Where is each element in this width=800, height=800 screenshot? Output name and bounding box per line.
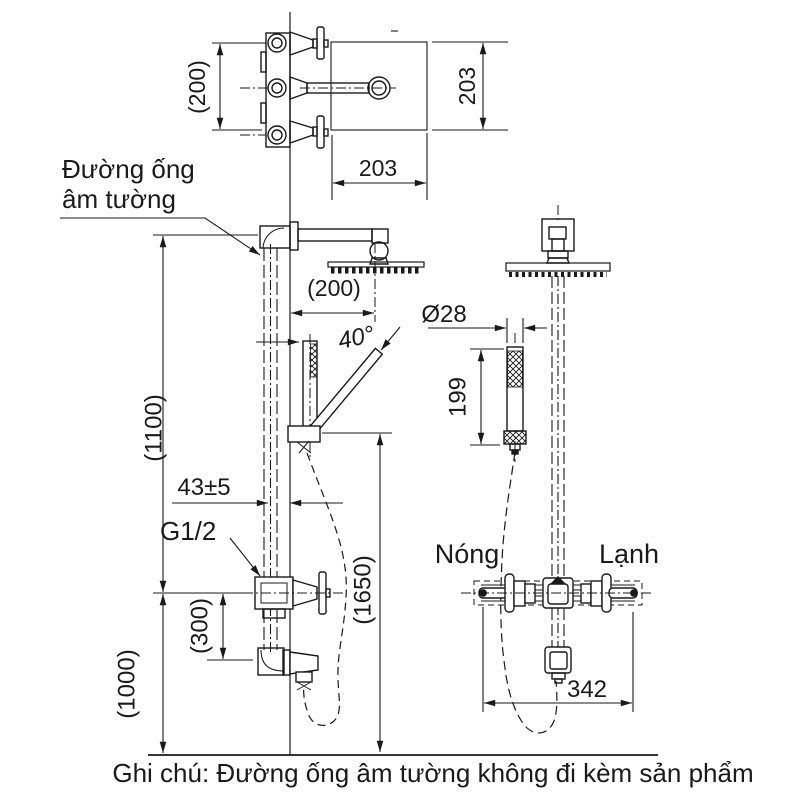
shower-arm bbox=[259, 221, 389, 265]
slide-bracket bbox=[287, 425, 321, 443]
dim-top-height: (200) bbox=[184, 60, 210, 114]
left-view-dimensions bbox=[153, 234, 392, 753]
left-view bbox=[243, 221, 425, 727]
hand-shower-front bbox=[503, 333, 527, 462]
concealed-riser-pipe bbox=[263, 244, 278, 652]
wall-pipe-leader bbox=[60, 217, 261, 256]
top-view-valve bbox=[240, 26, 428, 149]
top-view-handle-top bbox=[289, 26, 329, 60]
dim-angle: 40° bbox=[336, 321, 378, 355]
wall-pipe-label-line2: âm tường bbox=[62, 184, 176, 214]
dim-valve-width: 342 bbox=[567, 676, 607, 703]
dim-plate-width: 203 bbox=[359, 155, 397, 181]
dim-handshower-diameter: Ø28 bbox=[421, 301, 466, 328]
hose-outlet bbox=[257, 647, 319, 691]
valve-front bbox=[461, 573, 651, 613]
dim-wall-offset: 43±5 bbox=[177, 474, 230, 501]
rain-shower-head-front bbox=[505, 262, 611, 277]
dim-spout-drop: (300) bbox=[186, 598, 213, 654]
cold-label: Lạnh bbox=[599, 539, 659, 569]
hand-shower-hose bbox=[303, 452, 347, 727]
dim-plate-height: 203 bbox=[454, 67, 480, 105]
wall-pipe-label-line1: Đường ống bbox=[62, 154, 195, 184]
spout-front bbox=[544, 646, 572, 684]
wall-plate bbox=[330, 41, 428, 131]
thread-label: G1/2 bbox=[160, 516, 216, 546]
dim-handshower-length: 199 bbox=[444, 377, 471, 417]
top-view-dimensions bbox=[212, 41, 508, 200]
hot-label: Nóng bbox=[435, 539, 500, 569]
ceiling-flange bbox=[541, 218, 575, 264]
slide-bar-hand-shower bbox=[256, 326, 401, 458]
right-view-dimensions bbox=[428, 318, 634, 712]
footnote: Ghi chú: Đường ống âm tường không đi kèm… bbox=[112, 758, 753, 788]
tilted-hand-shower bbox=[307, 347, 384, 435]
dim-overall-height: (1650) bbox=[349, 555, 376, 624]
dim-arm-offset: (200) bbox=[307, 275, 361, 301]
dim-valve-height: (1000) bbox=[113, 649, 140, 718]
hand-shower-hose-right bbox=[500, 451, 558, 734]
wall-valve bbox=[243, 571, 345, 619]
right-view bbox=[461, 205, 651, 734]
shower-column bbox=[551, 276, 565, 650]
top-view-handle-bottom bbox=[289, 115, 329, 149]
rain-shower-head bbox=[327, 261, 425, 274]
dim-riser-height: (1100) bbox=[140, 394, 167, 462]
